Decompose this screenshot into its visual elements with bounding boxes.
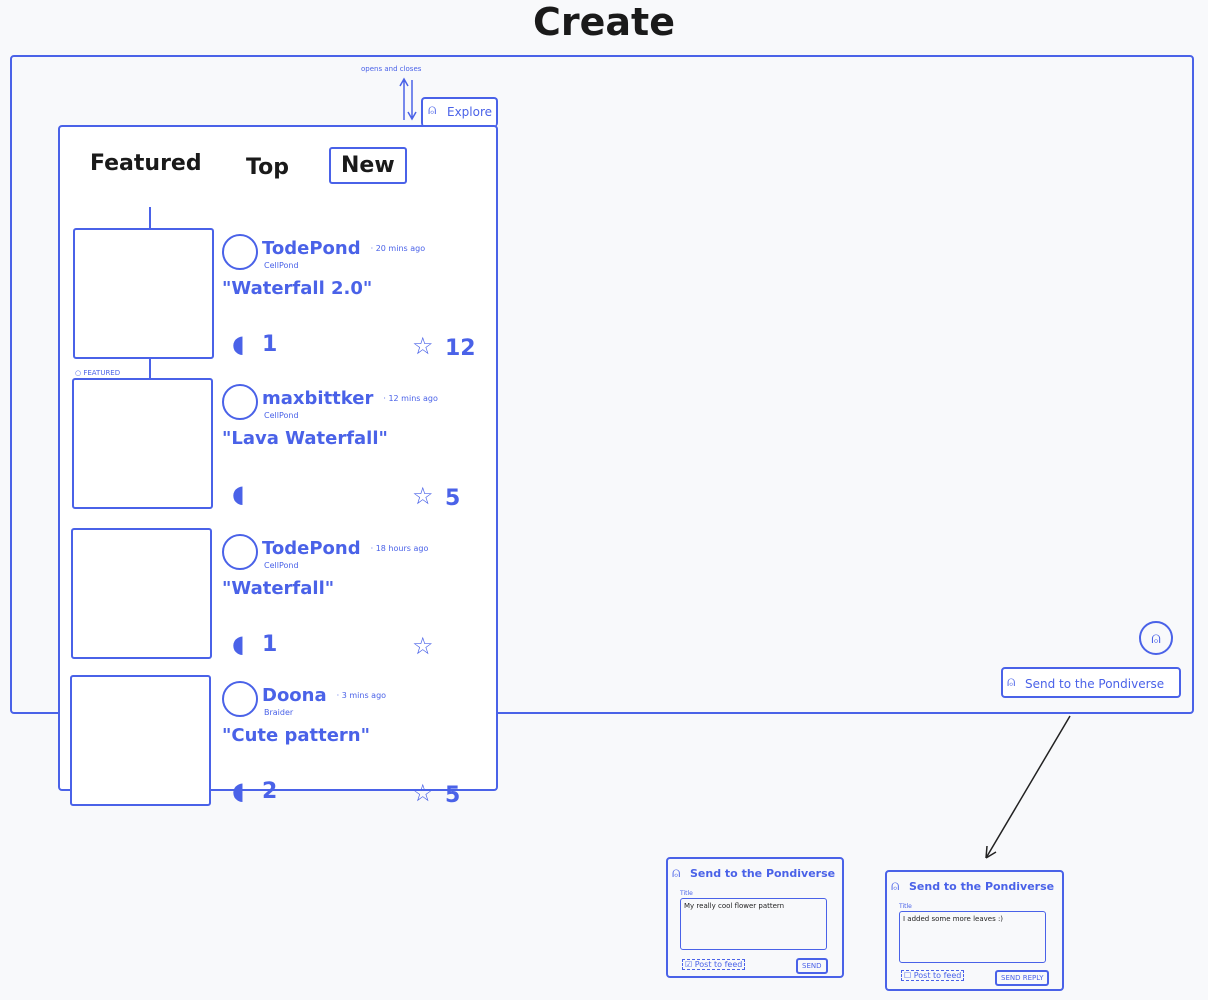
post-thumbnail[interactable] bbox=[72, 378, 213, 509]
send-to-pondiverse-button[interactable]: ⍝ Send to the Pondiverse bbox=[1001, 667, 1181, 698]
rocket-icon: ⍝ bbox=[891, 878, 900, 894]
page-title: Create bbox=[533, 0, 675, 44]
dialog-heading: Send to the Pondiverse bbox=[690, 867, 836, 880]
title-label: Title bbox=[680, 890, 693, 897]
connector-arrow bbox=[985, 715, 1071, 859]
author-name[interactable]: Doona bbox=[262, 685, 327, 706]
post-header: TodePond · 18 hours ago bbox=[262, 538, 428, 559]
checkbox-label: Post to feed bbox=[913, 971, 962, 980]
title-input[interactable]: My really cool flower pattern bbox=[680, 898, 827, 950]
project-name: Braider bbox=[264, 708, 294, 717]
rocket-button[interactable]: ⍝ bbox=[1139, 621, 1173, 655]
toggle-arrows-icon bbox=[399, 77, 417, 121]
explore-label: Explore bbox=[447, 105, 493, 119]
post-thumbnail[interactable] bbox=[73, 228, 214, 359]
featured-label: FEATURED bbox=[83, 369, 121, 377]
annotation-opens-closes: opens and closes bbox=[361, 65, 422, 73]
time-text: 20 mins ago bbox=[375, 244, 426, 253]
avatar[interactable] bbox=[222, 534, 258, 570]
star-count: 12 bbox=[445, 336, 476, 361]
title-input[interactable]: I added some more leaves :) bbox=[899, 911, 1046, 963]
post-time: · 3 mins ago bbox=[336, 691, 387, 700]
send-reply-button[interactable]: SEND REPLY bbox=[995, 970, 1050, 986]
comment-icon[interactable]: ◖ bbox=[232, 777, 245, 805]
comment-icon[interactable]: ◖ bbox=[232, 330, 245, 358]
time-text: 3 mins ago bbox=[341, 691, 387, 700]
project-name: CellPond bbox=[264, 411, 299, 420]
tab-new[interactable]: New bbox=[329, 147, 407, 184]
post-title[interactable]: "Waterfall 2.0" bbox=[222, 278, 373, 299]
author-name[interactable]: maxbittker bbox=[262, 388, 374, 409]
post-time: · 20 mins ago bbox=[370, 244, 426, 253]
post-header: maxbittker · 12 mins ago bbox=[262, 388, 438, 409]
rocket-icon: ⍝ bbox=[1007, 674, 1016, 690]
send-label: Send to the Pondiverse bbox=[1025, 677, 1165, 691]
star-icon[interactable]: ☆ bbox=[412, 632, 434, 660]
post-time: · 18 hours ago bbox=[370, 544, 429, 553]
post-title[interactable]: "Waterfall" bbox=[222, 578, 335, 599]
dialog-heading: Send to the Pondiverse bbox=[909, 880, 1055, 893]
post-header: Doona · 3 mins ago bbox=[262, 685, 386, 706]
avatar[interactable] bbox=[222, 681, 258, 717]
tab-top[interactable]: Top bbox=[246, 155, 289, 180]
star-icon[interactable]: ☆ bbox=[412, 332, 434, 360]
comment-count: 1 bbox=[262, 632, 278, 657]
send-reply-dialog: ⍝ Send to the Pondiverse Title I added s… bbox=[885, 870, 1064, 991]
post-thumbnail[interactable] bbox=[70, 675, 211, 806]
comment-icon[interactable]: ◖ bbox=[232, 480, 245, 508]
project-name: CellPond bbox=[264, 261, 299, 270]
thread-line bbox=[149, 359, 151, 379]
time-text: 18 hours ago bbox=[375, 544, 429, 553]
post-title[interactable]: "Lava Waterfall" bbox=[222, 428, 388, 449]
post-title[interactable]: "Cute pattern" bbox=[222, 725, 370, 746]
post-to-feed-checkbox[interactable]: ☑ Post to feed bbox=[682, 959, 746, 970]
avatar[interactable] bbox=[222, 234, 258, 270]
star-icon[interactable]: ☆ bbox=[412, 779, 434, 807]
tab-featured[interactable]: Featured bbox=[90, 151, 202, 176]
author-name[interactable]: TodePond bbox=[262, 238, 361, 259]
send-dialog: ⍝ Send to the Pondiverse Title My really… bbox=[666, 857, 844, 978]
checkbox-label: Post to feed bbox=[694, 960, 743, 969]
title-label: Title bbox=[899, 903, 912, 910]
post-time: · 12 mins ago bbox=[383, 394, 438, 403]
featured-badge: ○ FEATURED bbox=[75, 369, 121, 377]
rocket-icon: ⍝ bbox=[672, 865, 681, 881]
create-canvas[interactable] bbox=[10, 55, 1194, 714]
thread-line bbox=[149, 207, 151, 229]
rocket-icon: ⍝ bbox=[428, 102, 437, 118]
post-thumbnail[interactable] bbox=[71, 528, 212, 659]
comment-count: 2 bbox=[262, 779, 278, 804]
post-header: TodePond · 20 mins ago bbox=[262, 238, 425, 259]
project-name: CellPond bbox=[264, 561, 299, 570]
comment-icon[interactable]: ◖ bbox=[232, 630, 245, 658]
send-button[interactable]: SEND bbox=[796, 958, 828, 974]
star-count: 5 bbox=[445, 486, 461, 511]
star-icon[interactable]: ☆ bbox=[412, 482, 434, 510]
explore-tab[interactable]: ⍝ Explore bbox=[421, 97, 498, 127]
author-name[interactable]: TodePond bbox=[262, 538, 361, 559]
comment-count: 1 bbox=[262, 332, 278, 357]
avatar[interactable] bbox=[222, 384, 258, 420]
star-count: 5 bbox=[445, 783, 461, 808]
time-text: 12 mins ago bbox=[388, 394, 438, 403]
post-to-feed-checkbox[interactable]: ☐ Post to feed bbox=[901, 970, 965, 981]
